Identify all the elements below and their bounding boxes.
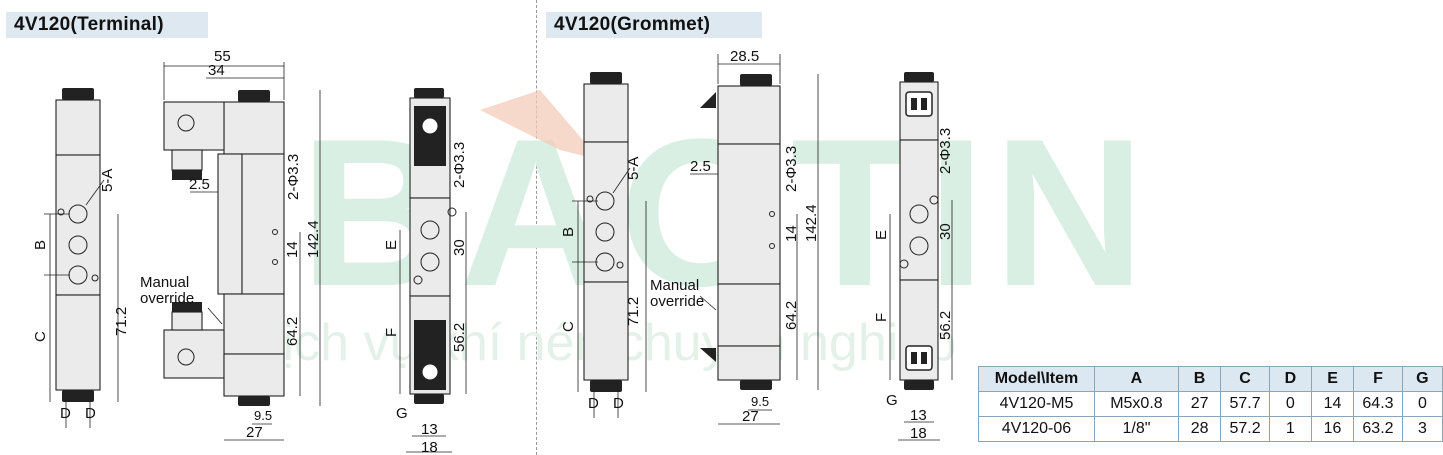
grommet-dim-28-5: 28.5: [730, 48, 759, 65]
terminal-dim-hole: 2-Φ3.3: [285, 154, 302, 200]
terminal-front-view: [44, 88, 119, 428]
watermark: BAOTIN Dịch vụ khí nén chuyên nghiệp: [245, 90, 1145, 372]
terminal-dim-71-2: 71.2: [113, 307, 130, 336]
terminal-dim-5A: 5-A: [99, 169, 116, 192]
terminal-dim-14: 14: [284, 241, 301, 258]
table-row: 4V120-M5 M5x0.8 27 57.7 0 14 64.3 0: [978, 391, 1443, 417]
spec-cell: 28: [1177, 416, 1222, 442]
grommet-dim-2-5: 2.5: [690, 158, 711, 175]
grommet-dim-F: F: [873, 313, 890, 322]
spec-header-cell: Model\Item: [978, 366, 1095, 392]
spec-cell: 1: [1268, 416, 1312, 442]
grommet-dim-18: 18: [910, 425, 927, 442]
terminal-dim-56-2: 56.2: [451, 323, 468, 352]
spec-header-cell: G: [1401, 366, 1443, 392]
grommet-dim-13: 13: [910, 407, 927, 424]
spec-cell: 16: [1310, 416, 1355, 442]
terminal-dim-2-5: 2.5: [189, 176, 210, 193]
grommet-dim-D2: D: [613, 395, 624, 412]
grommet-right-view: [889, 72, 953, 441]
terminal-dim-E: E: [383, 240, 400, 250]
terminal-dim-30: 30: [451, 239, 468, 256]
section-title-terminal: 4V120(Terminal): [6, 12, 208, 38]
grommet-dim-14: 14: [783, 225, 800, 242]
grommet-front-view: [572, 72, 647, 418]
grommet-dim-E: E: [873, 230, 890, 240]
spec-header-cell: F: [1353, 366, 1403, 392]
spec-cell: 27: [1177, 391, 1222, 417]
spec-cell: 0: [1401, 391, 1443, 417]
terminal-dim-18: 18: [421, 439, 438, 455]
terminal-dim-D1: D: [60, 405, 71, 422]
grommet-dim-D1: D: [588, 395, 599, 412]
grommet-dim-71-2: 71.2: [625, 297, 642, 326]
spec-header-cell: D: [1268, 366, 1312, 392]
terminal-dim-G: G: [396, 405, 408, 422]
spec-cell: M5x0.8: [1093, 391, 1179, 417]
grommet-override-label: override: [650, 293, 704, 310]
spec-header-cell: A: [1093, 366, 1179, 392]
grommet-manual-label: Manual: [650, 277, 699, 294]
grommet-dim-56-2: 56.2: [937, 311, 954, 340]
terminal-dim-9-5: 9.5: [254, 408, 272, 423]
spec-table: Model\Item A B C D E F G 4V120-M5 M5x0.8…: [978, 366, 1443, 442]
section-divider: [536, 0, 537, 455]
grommet-dim-C: C: [560, 321, 577, 332]
grommet-dim-5A: 5-A: [625, 157, 642, 180]
grommet-dim-30: 30: [937, 223, 954, 240]
terminal-dim-64-2: 64.2: [284, 317, 301, 346]
terminal-dim-34: 34: [208, 62, 225, 79]
spec-cell: 57.7: [1220, 391, 1270, 417]
spec-header-cell: C: [1220, 366, 1270, 392]
terminal-right-view: [399, 88, 467, 453]
terminal-dim-55: 55: [214, 48, 231, 65]
terminal-right-dim-hole: 2-Φ3.3: [451, 142, 468, 188]
table-row: 4V120-06 1/8" 28 57.2 1 16 63.2 3: [978, 416, 1443, 442]
grommet-dim-hole: 2-Φ3.3: [783, 146, 800, 192]
grommet-dim-B: B: [560, 227, 577, 237]
terminal-manual-label: Manual: [140, 274, 189, 291]
terminal-dim-B: B: [32, 240, 49, 250]
grommet-dim-G: G: [886, 392, 898, 409]
spec-cell: 63.2: [1353, 416, 1403, 442]
grommet-side-view: [690, 54, 819, 425]
spec-header-cell: B: [1177, 366, 1222, 392]
section-title-grommet: 4V120(Grommet): [546, 12, 762, 38]
spec-cell: 4V120-M5: [978, 391, 1095, 417]
spec-cell: 57.2: [1220, 416, 1270, 442]
grommet-dim-64-2: 64.2: [783, 301, 800, 330]
terminal-dim-D2: D: [85, 405, 96, 422]
terminal-dim-F: F: [383, 328, 400, 337]
spec-header-cell: E: [1310, 366, 1355, 392]
grommet-dim-27: 27: [742, 408, 759, 425]
spec-table-header-row: Model\Item A B C D E F G: [978, 366, 1443, 392]
grommet-dim-9-5: 9.5: [751, 394, 769, 409]
spec-cell: 14: [1310, 391, 1355, 417]
terminal-dim-142-4: 142.4: [305, 220, 322, 258]
terminal-side-view: [163, 62, 321, 441]
terminal-dim-C: C: [32, 331, 49, 342]
spec-cell: 3: [1401, 416, 1443, 442]
grommet-right-dim-hole: 2-Φ3.3: [937, 128, 954, 174]
spec-cell: 1/8": [1093, 416, 1179, 442]
spec-cell: 0: [1268, 391, 1312, 417]
terminal-dim-27: 27: [246, 424, 263, 441]
terminal-dim-13: 13: [421, 421, 438, 438]
spec-cell: 4V120-06: [978, 416, 1095, 442]
grommet-dim-142-4: 142.4: [803, 204, 820, 242]
terminal-override-label: override: [140, 290, 194, 307]
spec-cell: 64.3: [1353, 391, 1403, 417]
